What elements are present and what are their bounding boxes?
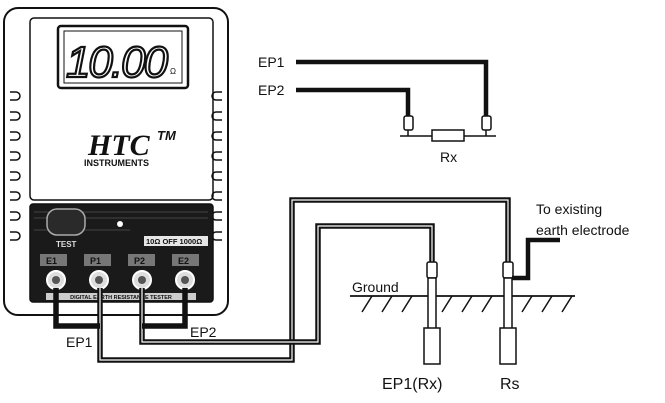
field-wiring [53,197,511,363]
ep1-top-label: EP1 [258,54,285,70]
clip-left [403,115,414,131]
lcd-reading: 10.00 [66,38,169,87]
rx-resistor [431,129,465,142]
lcd-window [63,30,183,84]
ep1-top-wire [296,59,489,116]
ep1-rx-label: EP1(Rx) [382,376,442,393]
probe-clip-rx [426,261,438,279]
existing-label-line2: earth electrode [536,222,630,238]
terminal-label-e1: E1 [46,256,57,266]
brand-logo: HTC [87,129,151,162]
test-button[interactable] [46,208,86,236]
e2-jumper [142,288,188,329]
terminal-label-e2: E2 [178,256,189,266]
ep1-lower-label: EP1 [66,334,93,350]
terminal-label-p2: P2 [134,256,145,266]
range-knob[interactable] [117,221,123,227]
rx-label: Rx [440,149,457,165]
test-button-label: TEST [56,240,77,249]
existing-electrode-lead [512,237,560,281]
ground-label: Ground [352,279,399,295]
meter: 10.00 Ω HTC TM INSTRUMENTS TEST 10Ω OFF … [3,7,229,316]
ep2-top-label: EP2 [258,82,285,98]
electrode-rx [423,277,441,365]
left-grip [10,91,21,241]
panel-caption: DIGITAL EARTH RESISTANCE TESTER [70,295,172,301]
ground-hatch [361,295,573,313]
rx-diagram: EP1 EP2 Rx [258,54,496,165]
ep2-top-wire [296,87,411,116]
rs-label: Rs [500,376,520,393]
terminal-row: E1 P1 P2 E2 [40,254,199,290]
existing-label-line1: To existing [536,201,602,217]
clip-right [481,115,492,131]
terminal-label-p1: P1 [90,256,101,266]
ep2-lower-label: EP2 [190,324,217,340]
panel-caption-bg [46,293,196,300]
brand-subtitle: INSTRUMENTS [84,158,149,168]
range-label: 10Ω OFF 1000Ω [146,237,202,246]
electrode-rs [499,277,517,365]
brand-tm: TM [157,128,177,143]
probe-clip-rs [502,261,514,279]
ground: Ground [350,279,575,313]
e1-jumper [53,288,100,329]
lcd-unit: Ω [170,67,176,76]
range-label-bg [144,236,208,246]
